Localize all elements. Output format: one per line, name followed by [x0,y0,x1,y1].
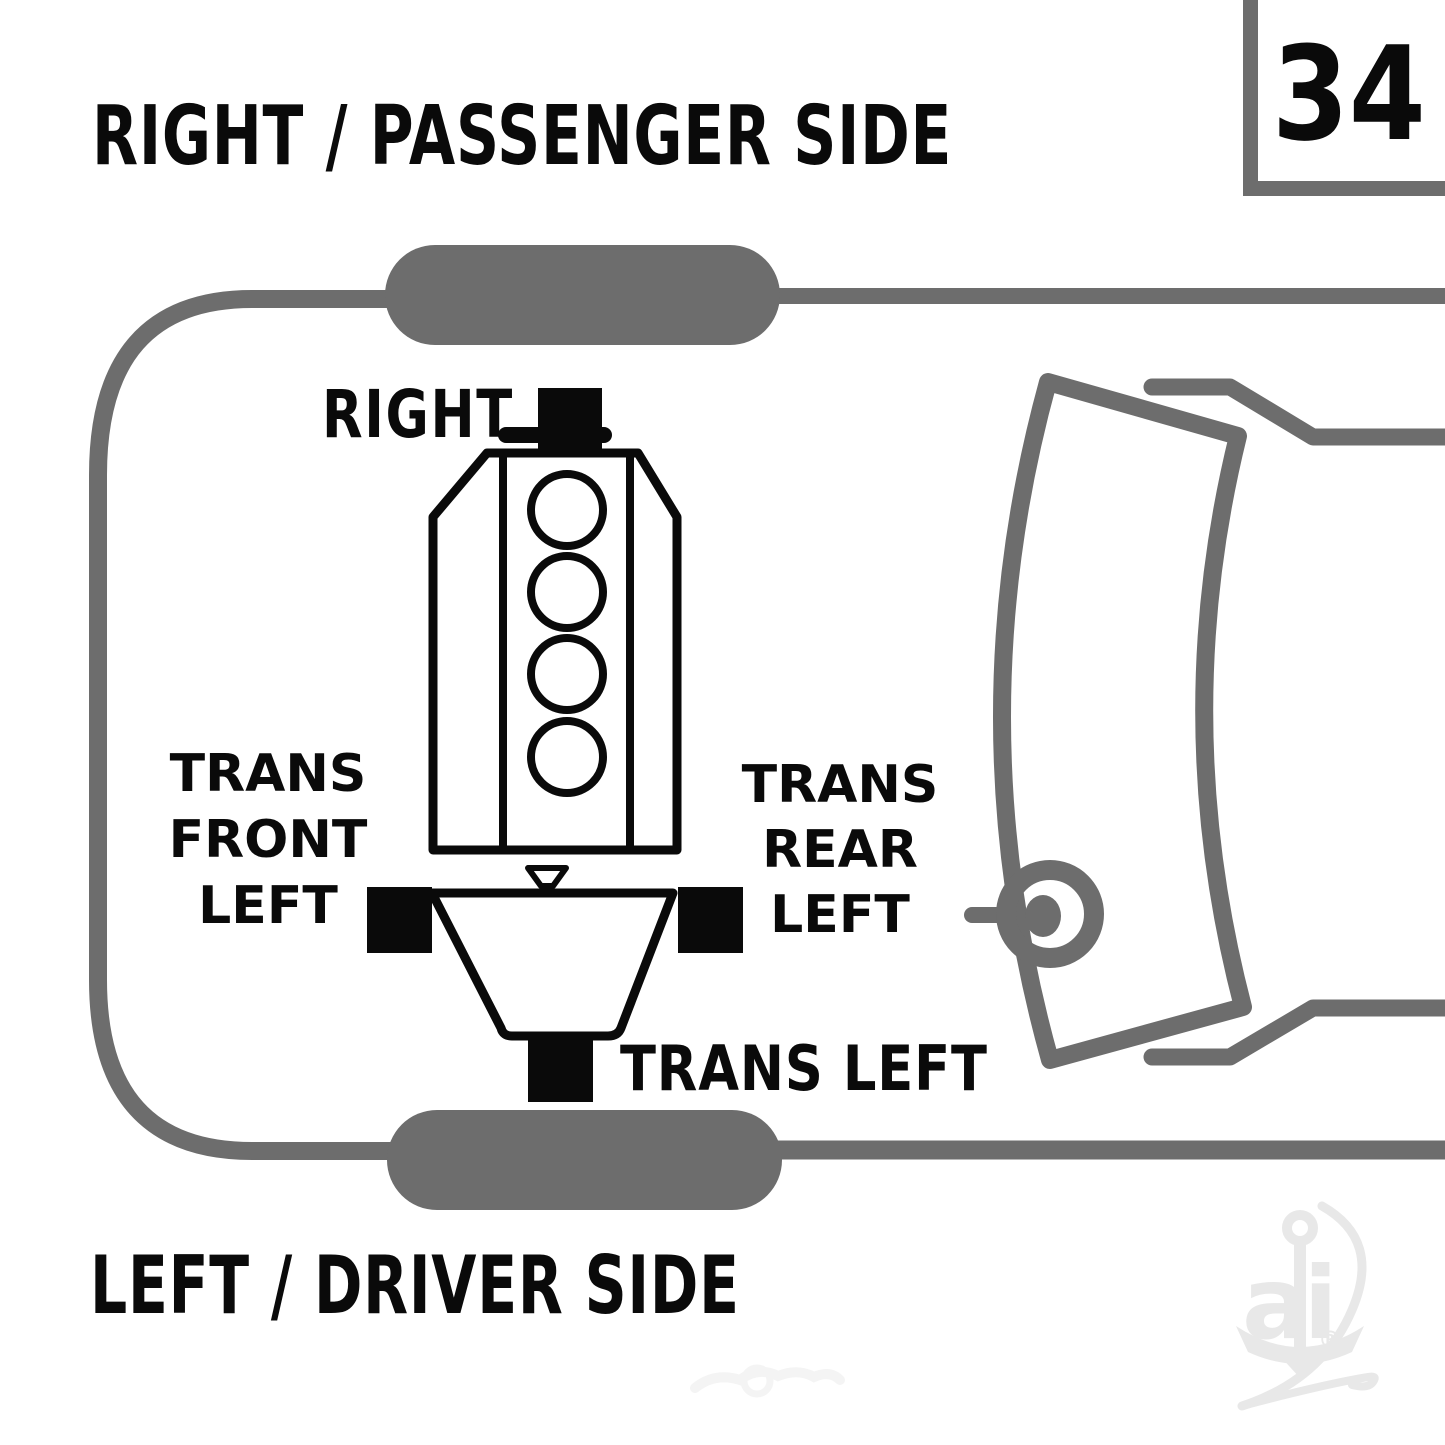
engine-block [428,448,682,855]
cylinder-2 [527,552,607,632]
page-title-left-driver-side: LEFT / DRIVER SIDE [90,1239,740,1332]
anchor-flukes [1236,1326,1364,1364]
cylinder-1 [527,470,607,550]
right-front-wheel [385,245,780,345]
center-watermark [690,1364,845,1398]
page-number: 34 [1272,18,1426,170]
right-roof-line [1143,378,1445,446]
steering-wheel-rim [996,860,1104,968]
anchor-point [1280,1356,1320,1378]
left-front-wheel [387,1110,782,1210]
label-engine-right-mount: RIGHT [322,376,514,453]
cylinder-3 [527,634,607,714]
label-trans-front-left-mount: TRANS FRONT LEFT [168,744,368,936]
registered-mark: ® [1318,1326,1342,1354]
page-number-box-border-left [1243,0,1258,196]
left-roof-line [1143,999,1445,1066]
trans-left-mount [528,1037,593,1102]
transmission-body [427,888,678,1041]
trans-rear-left-mount [678,887,743,953]
steering-wheel-hub [1025,895,1061,937]
page-number-box-border-bottom [1243,181,1445,196]
anchor-logo-watermark: ai ® [1236,1201,1379,1411]
cylinder-4 [527,717,607,797]
trans-front-left-mount [367,887,432,953]
steering-wheel [964,860,1104,968]
trans-coupler [525,865,569,889]
engine-right-mount [538,388,602,452]
car-front-outline [89,290,401,1160]
label-trans-rear-left-mount: TRANS REAR LEFT [741,755,939,945]
page-title-right-passenger-side: RIGHT / PASSENGER SIDE [92,89,953,184]
label-trans-left-mount: TRANS LEFT [620,1032,988,1105]
windshield-outline [993,373,1252,1069]
